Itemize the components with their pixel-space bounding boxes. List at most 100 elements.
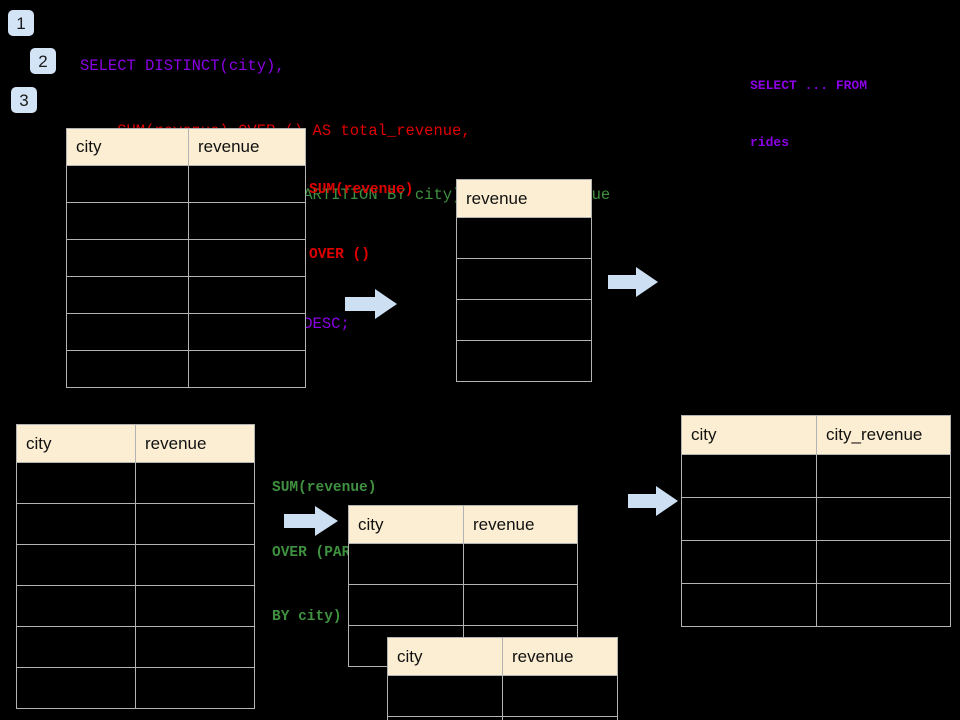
cell-revenue [502, 675, 618, 717]
step-badge-3: 3 [11, 87, 37, 113]
annotation-sum-over-empty-line1: SUM(revenue) [309, 182, 414, 198]
cell-revenue [188, 350, 306, 388]
column-header-city: city [66, 128, 189, 166]
cell-city [387, 675, 503, 717]
table-source-bottom: city revenue [16, 424, 255, 709]
cell-city [16, 503, 136, 545]
table-row [681, 540, 951, 584]
cell-revenue [135, 667, 255, 709]
arrow-source-to-partition-icon [284, 506, 338, 536]
table-row [16, 544, 255, 586]
arrow-partition-to-result-icon [628, 486, 678, 516]
column-header-revenue: revenue [456, 179, 592, 218]
column-header-revenue: revenue [135, 424, 255, 463]
cell-city [16, 462, 136, 504]
cell-revenue [456, 217, 592, 259]
table-header-row: city revenue [16, 424, 255, 463]
table-row [66, 202, 306, 240]
cell-revenue [188, 276, 306, 314]
cell-revenue [502, 716, 618, 720]
table-row [456, 258, 592, 300]
table-row [681, 497, 951, 541]
annotation-sum-over-empty: SUM(revenue) OVER () [309, 137, 413, 309]
table-header-row: city revenue [348, 505, 578, 544]
cell-revenue [188, 165, 306, 203]
annotation-sum-over-empty-line2: OVER () [309, 246, 370, 263]
column-header-city: city [387, 637, 503, 676]
table-row [681, 583, 951, 627]
table-row [456, 299, 592, 341]
table-header-row: city revenue [387, 637, 618, 676]
annotation-select-from-line2: rides [750, 135, 790, 150]
table-row [456, 217, 592, 259]
cell-city-revenue [816, 497, 951, 541]
cell-revenue [135, 544, 255, 586]
cell-revenue [188, 202, 306, 240]
table-partition-b: city revenue [387, 637, 618, 720]
table-row [16, 585, 255, 627]
cell-city [16, 544, 136, 586]
annotation-select-from-line1: SELECT ... FROM [750, 78, 868, 93]
step-badge-1: 1 [8, 10, 34, 36]
cell-revenue [188, 239, 306, 277]
cell-revenue [456, 258, 592, 300]
table-row [387, 716, 618, 720]
cell-city-revenue [816, 454, 951, 498]
cell-city [348, 584, 464, 626]
cell-revenue [135, 503, 255, 545]
cell-revenue [456, 299, 592, 341]
cell-city-revenue [816, 583, 951, 627]
cell-city [66, 350, 189, 388]
table-row [66, 165, 306, 203]
column-header-revenue: revenue [463, 505, 578, 544]
cell-revenue [463, 543, 578, 585]
table-header-row: city revenue [66, 128, 306, 166]
cell-city-revenue [816, 540, 951, 584]
sql-line-1: SELECT DISTINCT(city), [80, 57, 285, 75]
table-row [16, 626, 255, 668]
cell-city [681, 540, 817, 584]
cell-city [16, 585, 136, 627]
cell-revenue [463, 584, 578, 626]
annotation-sum-over-partition-line1: SUM(revenue) [272, 480, 377, 496]
arrow-source-to-total-icon [345, 289, 397, 319]
cell-city [681, 454, 817, 498]
table-row [456, 340, 592, 382]
cell-city [387, 716, 503, 720]
table-row [16, 503, 255, 545]
cell-city [16, 626, 136, 668]
cell-city [66, 165, 189, 203]
cell-city [66, 202, 189, 240]
column-header-city: city [348, 505, 464, 544]
column-header-city: city [681, 415, 817, 455]
arrow-total-to-result-icon [608, 267, 658, 297]
table-row [348, 543, 578, 585]
table-result: city city_revenue [681, 415, 951, 627]
table-total-revenue: revenue [456, 179, 592, 382]
table-header-row: city city_revenue [681, 415, 951, 455]
table-row [387, 675, 618, 717]
cell-city [681, 497, 817, 541]
column-header-revenue: revenue [502, 637, 618, 676]
annotation-sum-over-partition-line3: BY city) [272, 609, 342, 625]
step-badge-2: 2 [30, 48, 56, 74]
cell-revenue [135, 626, 255, 668]
table-row [16, 667, 255, 709]
cell-revenue [188, 313, 306, 351]
cell-city [66, 239, 189, 277]
cell-revenue [135, 585, 255, 627]
column-header-city: city [16, 424, 136, 463]
table-row [66, 276, 306, 314]
cell-city [681, 583, 817, 627]
table-row [66, 313, 306, 351]
table-source-top: city revenue [66, 128, 306, 388]
table-row [681, 454, 951, 498]
cell-city [66, 313, 189, 351]
cell-city [16, 667, 136, 709]
table-row [348, 584, 578, 626]
column-header-city-revenue: city_revenue [816, 415, 951, 455]
annotation-select-from: SELECT ... FROM rides [750, 38, 867, 190]
cell-city [348, 543, 464, 585]
table-header-row: revenue [456, 179, 592, 218]
